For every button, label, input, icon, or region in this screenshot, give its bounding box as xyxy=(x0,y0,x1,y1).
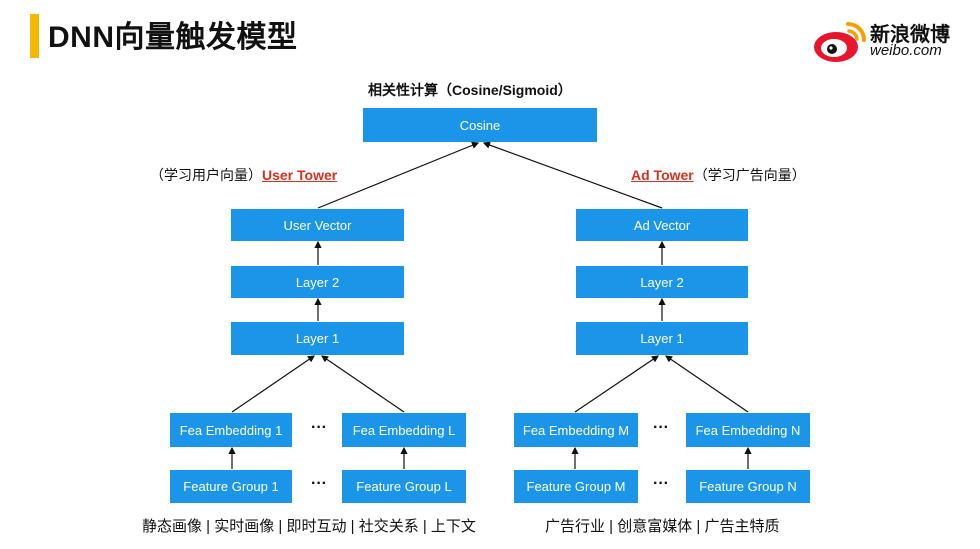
arrow-user-vector-to-cosine xyxy=(317,141,480,209)
user-embedding-1-box: Fea Embedding 1 xyxy=(170,413,292,447)
weibo-logo: 新浪微博 weibo.com xyxy=(812,18,962,64)
user-feature-list: 静态画像 | 实时画像 | 即时互动 | 社交关系 | 上下文 xyxy=(142,518,476,535)
user-group-ellipsis: ··· xyxy=(311,475,327,492)
ad-vector-box: Ad Vector xyxy=(576,209,748,241)
cosine-box: Cosine xyxy=(363,108,597,142)
ad-layer2-box: Layer 2 xyxy=(576,266,748,298)
logo-en-text: weibo.com xyxy=(870,42,942,59)
page-title: DNN向量触发模型 xyxy=(48,21,298,54)
user-layer2-box: Layer 2 xyxy=(231,266,404,298)
user-tower-label: （学习用户向量）User Tower xyxy=(150,165,337,185)
arrow-ad-vector-to-cosine xyxy=(482,141,663,209)
ad-feature-group-N-box: Feature Group N xyxy=(686,470,810,503)
ad-feature-list: 广告行业 | 创意富媒体 | 广告主特质 xyxy=(545,518,780,535)
arrow-emb1-to-user-layer1 xyxy=(231,355,315,413)
title-accent-bar xyxy=(30,14,39,58)
ad-group-ellipsis: ··· xyxy=(653,475,669,492)
user-layer1-box: Layer 1 xyxy=(231,322,404,355)
ad-embedding-N-box: Fea Embedding N xyxy=(686,413,810,447)
user-feature-group-L-box: Feature Group L xyxy=(342,470,466,503)
user-tower-prefix: （学习用户向量） xyxy=(150,167,262,183)
user-feature-group-1-box: Feature Group 1 xyxy=(170,470,292,503)
ad-embedding-ellipsis: ··· xyxy=(653,419,669,436)
user-vector-box: User Vector xyxy=(231,209,404,241)
ad-feature-group-M-box: Feature Group M xyxy=(514,470,638,503)
similarity-label: 相关性计算（Cosine/Sigmoid） xyxy=(368,82,572,98)
weibo-eye-icon xyxy=(814,22,866,62)
ad-tower-label: Ad Tower（学习广告向量） xyxy=(631,165,806,185)
ad-layer1-box: Layer 1 xyxy=(576,322,748,355)
logo-cn-text: 新浪微博 xyxy=(870,24,950,46)
arrow-embM-to-ad-layer1 xyxy=(574,355,659,413)
user-embedding-ellipsis: ··· xyxy=(311,419,327,436)
ad-tower-suffix: （学习广告向量） xyxy=(693,167,806,183)
ad-embedding-M-box: Fea Embedding M xyxy=(514,413,638,447)
arrow-embN-to-ad-layer1 xyxy=(665,355,749,413)
user-embedding-L-box: Fea Embedding L xyxy=(342,413,466,447)
ad-tower-name: Ad Tower xyxy=(631,167,694,183)
user-tower-name: User Tower xyxy=(262,167,338,183)
arrow-embL-to-user-layer1 xyxy=(321,355,405,413)
